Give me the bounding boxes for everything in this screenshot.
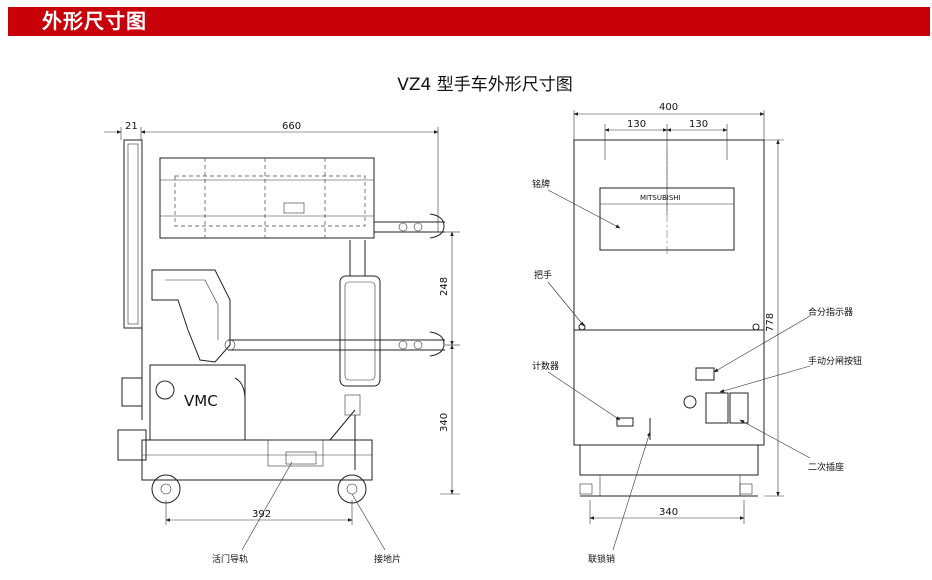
- dim-front-top-width: 400: [659, 102, 678, 113]
- dim-side-lower-height: 340: [439, 413, 450, 432]
- page-header: 外形尺寸图: [8, 7, 930, 36]
- page-title: 外形尺寸图: [42, 9, 147, 33]
- dim-front-bottom-width: 340: [659, 507, 678, 518]
- dim-side-top-small: 21: [125, 121, 138, 132]
- side-view: 21 660: [104, 121, 460, 565]
- drawing-title: VZ4 型手车外形尺寸图: [397, 75, 573, 95]
- label-handle: 把手: [534, 269, 552, 281]
- vmc-brand: VMC: [184, 392, 218, 410]
- dim-front-height: 778: [765, 313, 776, 332]
- dim-front-left-spacing: 130: [627, 119, 646, 130]
- label-counter: 计数器: [532, 360, 559, 372]
- dim-front-right-spacing: 130: [689, 119, 708, 130]
- nameplate-brand: MITSUBISHI: [640, 194, 681, 202]
- label-ground-strip: 接地片: [374, 553, 401, 565]
- label-secondary-socket: 二次插座: [808, 461, 844, 473]
- label-shutter-rail: 活门导轨: [212, 553, 248, 565]
- dim-side-top-width: 660: [282, 121, 301, 132]
- label-indicator: 合分指示器: [808, 306, 853, 318]
- label-interlock-pin: 联锁销: [588, 553, 615, 565]
- dim-side-upper-height: 248: [439, 277, 450, 296]
- label-nameplate: 铭牌: [532, 178, 550, 190]
- label-manual-button: 手动分闸按钮: [808, 355, 862, 367]
- dim-side-bottom-width: 392: [252, 509, 271, 520]
- front-view: 400 130 130 MITSUBISHI: [532, 102, 862, 565]
